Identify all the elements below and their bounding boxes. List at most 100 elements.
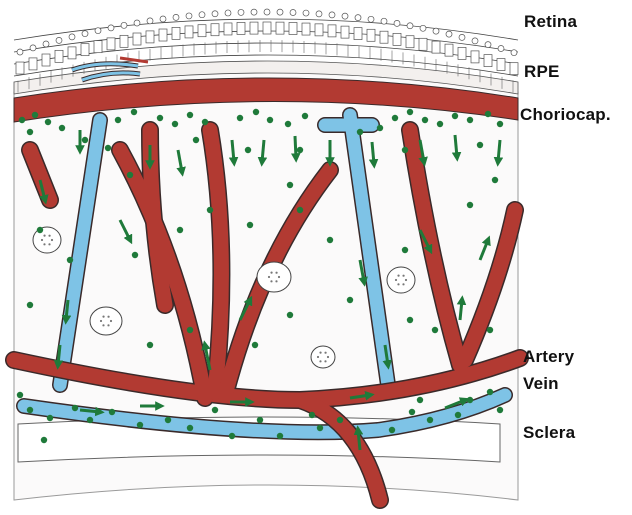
photoreceptor-cell — [41, 53, 51, 67]
nucleus-granule — [270, 271, 273, 274]
nucleus-granule — [404, 278, 408, 282]
retinal-neuron — [367, 15, 375, 23]
immune-cell — [486, 326, 494, 334]
flow-arrow-icon — [228, 139, 239, 167]
photoreceptor-cell — [405, 35, 415, 49]
photoreceptor-cell — [223, 22, 233, 36]
retinal-neuron — [120, 21, 128, 29]
retinal-neuron — [445, 30, 453, 38]
photoreceptor-cell — [54, 49, 64, 63]
immune-cell — [108, 408, 116, 416]
immune-cell — [130, 108, 138, 116]
retinal-neuron — [133, 19, 141, 27]
retinal-neuron — [393, 19, 401, 27]
immune-cell — [16, 391, 24, 399]
immune-cell — [486, 388, 494, 396]
photoreceptor-cell — [327, 24, 337, 38]
immune-cell — [406, 316, 414, 324]
retinal-neuron — [237, 9, 245, 16]
immune-cell — [26, 301, 34, 309]
immune-cell — [426, 416, 434, 424]
immune-cell — [401, 146, 409, 154]
photoreceptor-cell — [119, 34, 129, 48]
rpe-label: RPE — [524, 62, 560, 81]
retinal-neuron — [94, 27, 102, 35]
photoreceptor-cell — [93, 40, 103, 54]
nucleus-granule — [316, 355, 320, 359]
retinal-neuron — [432, 27, 440, 35]
immune-cell — [186, 326, 194, 334]
immune-cell — [146, 341, 154, 349]
photoreceptor-cell — [249, 21, 259, 35]
immune-cell — [186, 424, 194, 432]
flow-arrow-icon — [493, 139, 504, 167]
nucleus-granule — [43, 234, 46, 237]
immune-cell — [131, 251, 139, 259]
flow-arrow-icon — [349, 390, 375, 401]
retinal-neuron — [276, 8, 284, 16]
artery-label: Artery — [523, 347, 575, 366]
immune-cell — [104, 144, 112, 152]
immune-cell — [164, 416, 172, 424]
immune-cells — [16, 108, 504, 444]
immune-cell — [58, 124, 66, 132]
nucleus-granule — [48, 243, 51, 246]
retinal-neuron — [185, 12, 193, 20]
retinal-neuron — [263, 8, 271, 16]
photoreceptor-cell — [509, 62, 519, 76]
retinal-neuron — [341, 12, 349, 20]
immune-cell — [126, 171, 134, 179]
photoreceptor-cell — [275, 21, 285, 35]
immune-cell — [391, 114, 399, 122]
flow-arrow-icon — [118, 219, 133, 245]
immune-cell — [484, 110, 492, 118]
vein-label: Vein — [523, 374, 559, 393]
immune-cell — [201, 118, 209, 126]
photoreceptor-cell — [457, 47, 467, 60]
photoreceptor-cell — [262, 21, 272, 35]
immune-cell — [466, 396, 474, 404]
nucleus-granule — [48, 234, 51, 237]
flow-arrow-icon — [353, 425, 364, 451]
nucleus-dots — [40, 234, 408, 363]
retinal-neuron — [159, 15, 167, 23]
photoreceptor-cell — [496, 58, 506, 71]
retinal-neuron — [16, 48, 24, 56]
flow-arrow-icon — [456, 295, 467, 321]
immune-cell — [176, 226, 184, 234]
nucleus-granule — [319, 351, 322, 354]
immune-cell — [286, 311, 294, 319]
photoreceptor-cell — [470, 50, 480, 64]
photoreceptor-cell — [340, 25, 350, 39]
photoreceptor-cell — [483, 54, 493, 67]
retinal-neuron — [497, 45, 505, 52]
immune-cell — [228, 432, 236, 440]
immune-cell — [46, 414, 54, 422]
photoreceptor-cell — [67, 46, 77, 60]
flow-arrow-icon — [290, 135, 301, 163]
photoreceptor-cell — [431, 40, 441, 54]
nucleus-granule — [267, 275, 271, 279]
photoreceptor-cell — [145, 30, 155, 44]
immune-cell — [476, 141, 484, 149]
retinal-neuron — [42, 40, 50, 48]
immune-cell — [86, 416, 94, 424]
flow-arrows — [38, 130, 504, 451]
immune-cell — [26, 128, 34, 136]
flow-arrow-icon — [368, 141, 379, 169]
nucleus-granule — [99, 319, 103, 323]
retinal-neuron — [302, 9, 310, 17]
photoreceptor-cell — [80, 43, 90, 57]
flow-arrow-icon — [478, 235, 491, 261]
nucleus-granule — [319, 360, 322, 363]
flow-arrow-icon — [201, 340, 212, 371]
nucleus-granule — [50, 238, 54, 242]
rpe-layer — [13, 60, 519, 95]
immune-cell — [376, 124, 384, 132]
immune-cell — [81, 136, 89, 144]
immune-cell — [31, 111, 39, 119]
immune-cell — [454, 411, 462, 419]
immune-cell — [251, 341, 259, 349]
immune-cell — [156, 114, 164, 122]
retinal-neuron — [289, 9, 297, 16]
